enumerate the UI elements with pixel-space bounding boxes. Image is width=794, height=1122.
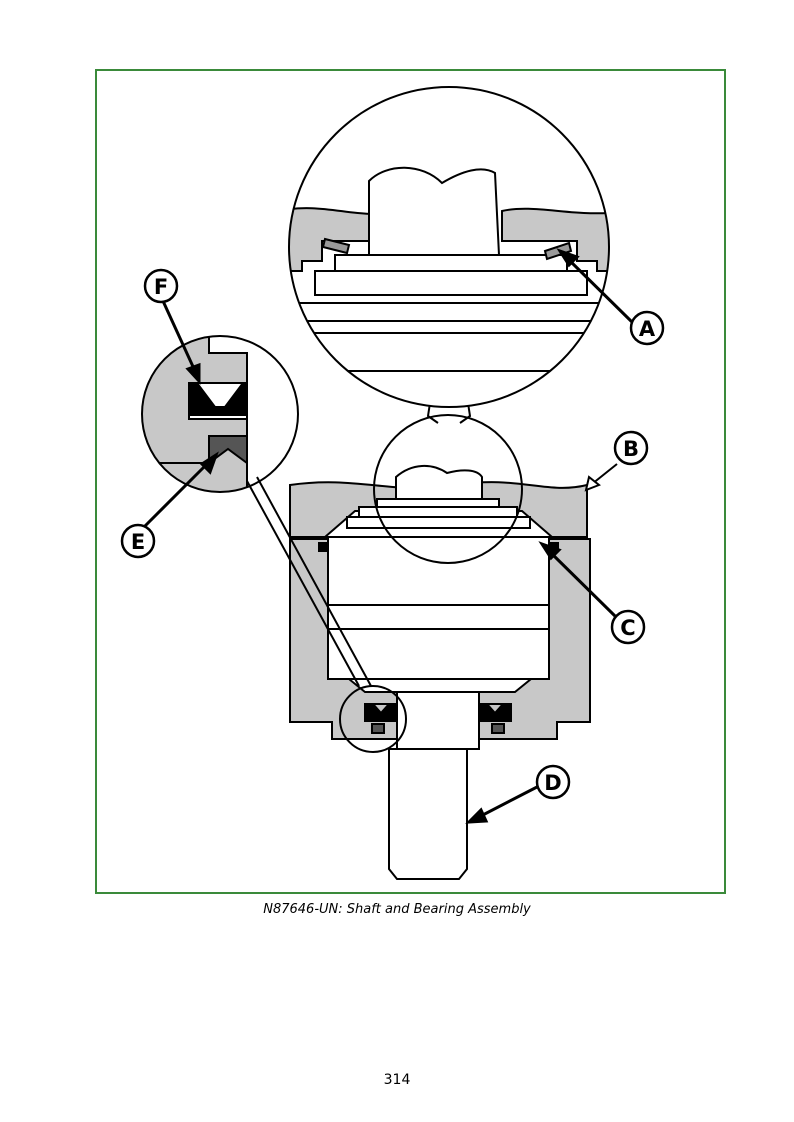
- callout-arrows: [143, 248, 635, 824]
- callout-c: C: [610, 609, 646, 645]
- svg-text:F: F: [154, 275, 168, 299]
- detail-circle-seal: [339, 685, 407, 753]
- callout-e: E: [120, 523, 156, 559]
- svg-text:D: D: [544, 771, 561, 795]
- detail-connector: [426, 402, 472, 424]
- svg-text:A: A: [639, 317, 656, 341]
- shaft-top: [395, 465, 483, 500]
- o-ring-seal-left: [318, 542, 329, 552]
- page-number: 314: [383, 1072, 411, 1088]
- svg-text:E: E: [131, 530, 145, 554]
- shaft-lower: [388, 748, 468, 880]
- main-assembly: [289, 465, 591, 880]
- shaft-bearing-diagram: A B C D E F: [120, 86, 665, 880]
- bearing-body: [327, 536, 550, 680]
- figure-frame: A B C D E F: [95, 69, 726, 894]
- callout-a: A: [629, 310, 665, 346]
- detail-circle-small: [373, 414, 523, 564]
- callout-d: D: [535, 764, 571, 800]
- callout-b: B: [613, 430, 649, 466]
- svg-text:C: C: [620, 616, 635, 640]
- callout-labels: A B C D E F: [120, 268, 665, 800]
- detail-circle-top: [289, 87, 609, 407]
- figure-caption: N87646-UN: Shaft and Bearing Assembly: [263, 902, 531, 917]
- svg-text:B: B: [623, 437, 639, 461]
- detail-circle-left: [142, 336, 298, 492]
- shaft-collar: [396, 691, 480, 750]
- callout-f: F: [143, 268, 179, 304]
